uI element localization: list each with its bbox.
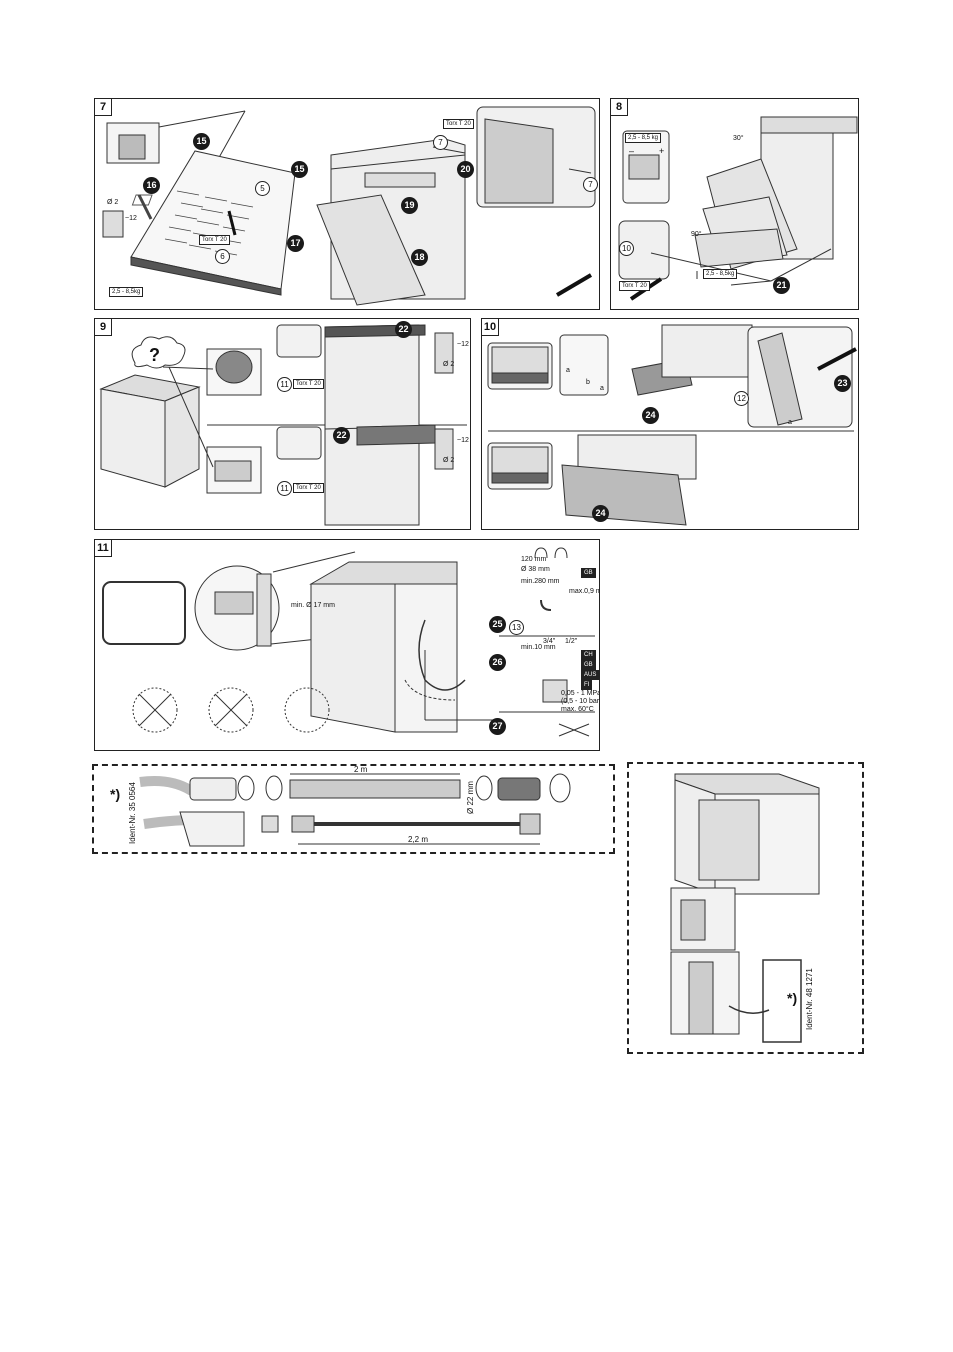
pressure-bar-label: (0,5 - 10 bar) xyxy=(561,698,600,705)
panel-number: 10 xyxy=(482,319,499,336)
minus-sign: – xyxy=(629,146,635,156)
callout-27: 27 xyxy=(489,718,506,735)
panel-number: 11 xyxy=(95,540,112,557)
dimension-label: ~12 xyxy=(457,437,469,444)
min-height-label: min.280 mm xyxy=(521,578,560,585)
callout-18: 18 xyxy=(411,249,428,266)
asterisk-note: *) xyxy=(787,990,798,1006)
thread-label: 1/2" xyxy=(565,638,578,645)
torx-label: Torx T 20 xyxy=(443,119,474,129)
accessory-hose-kit: *) Ident-Nr. 35 0564 2 m Ø 22 mm 2,2 m xyxy=(92,764,615,854)
dimension-label: ~12 xyxy=(125,215,137,222)
max-height-label: max.0,9 m xyxy=(569,588,600,595)
door-template-illustration xyxy=(102,106,596,306)
small-number-6: 6 xyxy=(215,249,230,264)
plinth-kit-illustration xyxy=(670,773,820,1043)
weight-label: 2,5 - 8,5kg xyxy=(703,269,738,279)
diameter-label: Ø 38 mm xyxy=(521,566,550,573)
angle-label: 90° xyxy=(691,231,702,238)
drain-hose-length: 2 m xyxy=(354,765,368,774)
min-length-label: min.10 mm xyxy=(521,644,556,651)
asterisk-note: *) xyxy=(110,786,121,802)
small-number-11a: 11 xyxy=(277,377,292,392)
panel-number: 8 xyxy=(611,99,628,116)
small-number-13: 13 xyxy=(509,620,524,635)
country-flag: AUS xyxy=(581,670,599,680)
dimension-a: a xyxy=(600,385,604,392)
panel-11: 11 xyxy=(94,539,600,751)
water-connection-illustration xyxy=(102,547,595,737)
callout-26: 26 xyxy=(489,654,506,671)
weight-label: 2,5 - 8,5kg xyxy=(109,287,144,297)
panel-number: 7 xyxy=(95,99,112,116)
callout-22a: 22 xyxy=(395,321,412,338)
min-diameter-label: min. Ø 17 mm xyxy=(291,602,335,609)
height-label: 120 mm xyxy=(521,556,547,563)
callout-24b: 24 xyxy=(592,505,609,522)
country-flag: GB xyxy=(581,660,596,670)
country-flag-gb: GB xyxy=(581,568,596,578)
dimension-a: a xyxy=(788,419,792,426)
panel-7: 7 xyxy=(94,98,600,310)
panel-10: 10 24 23 24 12 a a b a xyxy=(481,318,859,530)
thread-label: 3/4" xyxy=(543,638,556,645)
torx-label: Torx T 20 xyxy=(199,235,230,245)
callout-17: 17 xyxy=(287,235,304,252)
callout-25: 25 xyxy=(489,616,506,633)
callout-15a: 15 xyxy=(193,133,210,150)
panel-9: 9 ? 22 22 11 11 Torx T 20 Torx T 20 xyxy=(94,318,471,530)
small-number-5: 5 xyxy=(255,181,270,196)
dimension-label: ~12 xyxy=(457,341,469,348)
country-flag: FI xyxy=(581,680,593,690)
worktop-fixing-illustration xyxy=(99,324,467,526)
pressure-label: 0,05 - 1 MPa xyxy=(561,690,600,697)
callout-15b: 15 xyxy=(291,161,308,178)
callout-16: 16 xyxy=(143,177,160,194)
plus-sign: + xyxy=(659,146,665,156)
question-mark: ? xyxy=(149,345,160,365)
callout-21: 21 xyxy=(773,277,790,294)
small-number-12: 12 xyxy=(734,391,749,406)
hose-parts-illustration xyxy=(139,773,571,847)
spring-adjust-illustration xyxy=(618,116,858,301)
temperature-label: max. 60°C xyxy=(561,706,594,713)
torx-label: Torx T 20 xyxy=(619,281,650,291)
hose-diameter: Ø 22 mm xyxy=(466,781,475,814)
callout-22b: 22 xyxy=(333,427,350,444)
accessory-plinth-kit: *) Ident-Nr. 48 1271 xyxy=(627,762,864,1054)
small-number-7b: 7 xyxy=(583,177,598,192)
angle-label: 30° xyxy=(733,135,744,142)
callout-20: 20 xyxy=(457,161,474,178)
diameter-label: Ø 2 xyxy=(107,199,119,206)
dimension-b: b xyxy=(586,379,590,386)
small-number-11b: 11 xyxy=(277,481,292,496)
callout-24a: 24 xyxy=(642,407,659,424)
ident-number: Ident-Nr. 35 0564 xyxy=(128,782,137,844)
panel-number: 9 xyxy=(95,319,112,336)
small-number-7a: 7 xyxy=(433,135,448,150)
torx-label: Torx T 20 xyxy=(293,483,324,493)
weight-label: 2,5 - 8,5 kg xyxy=(625,133,662,143)
diameter-label: Ø 2 xyxy=(443,361,455,368)
torx-label: Torx T 20 xyxy=(293,379,324,389)
small-number-10: 10 xyxy=(619,241,634,256)
panel-8: 8 2,5 - 8,5 kg – + 30° 90° 2,5 - 8,5kg T… xyxy=(610,98,859,310)
dimension-a: a xyxy=(566,367,570,374)
supply-hose-length: 2,2 m xyxy=(408,835,429,844)
ident-number: Ident-Nr. 48 1271 xyxy=(805,968,814,1030)
callout-19: 19 xyxy=(401,197,418,214)
plinth-illustration xyxy=(487,324,857,526)
callout-23: 23 xyxy=(834,375,851,392)
diameter-label: Ø 2 xyxy=(443,457,455,464)
country-flag: CH xyxy=(581,650,596,660)
